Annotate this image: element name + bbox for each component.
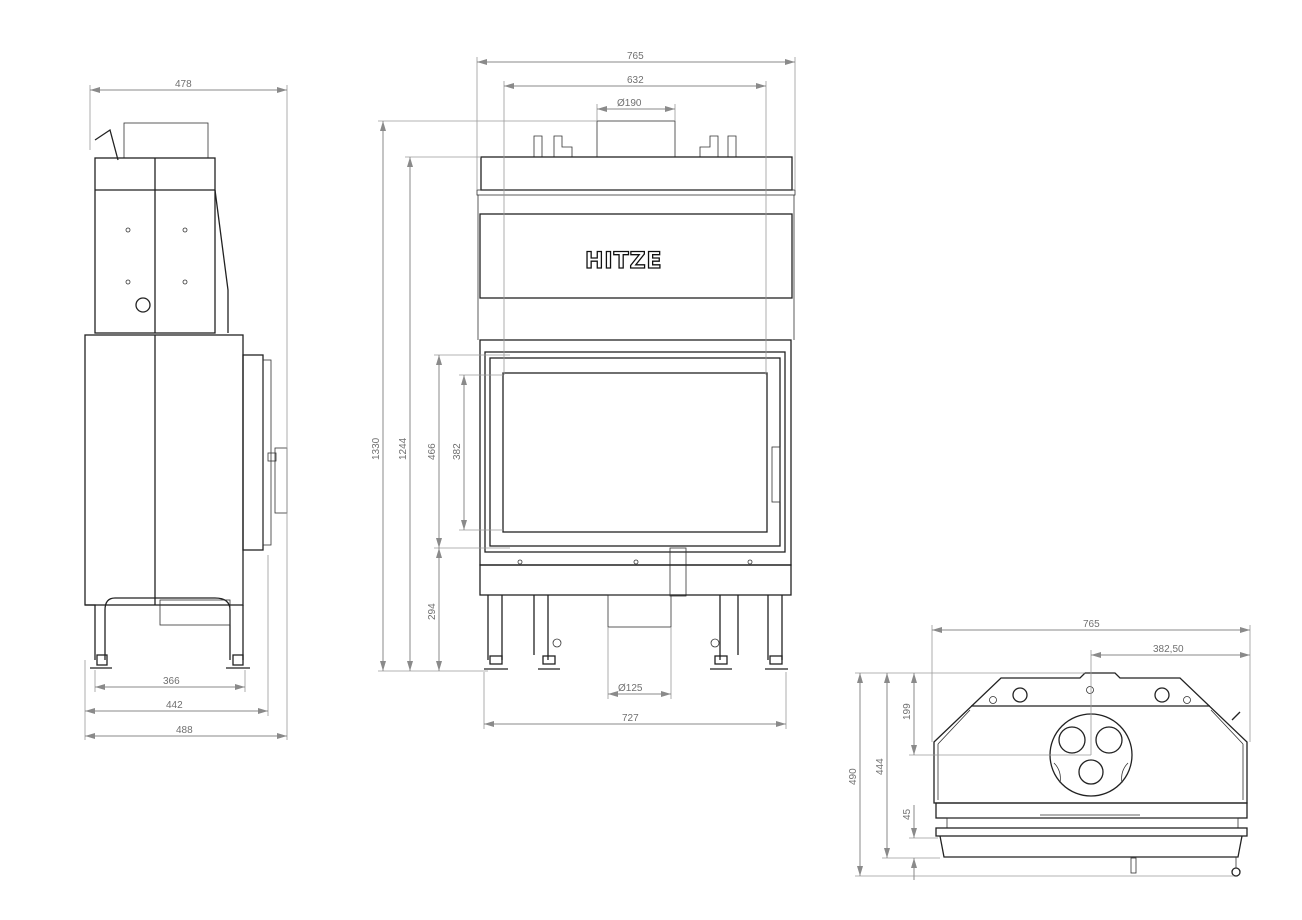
dim-front-382: 382 — [452, 443, 463, 460]
dim-front-1244: 1244 — [398, 437, 409, 460]
dim-front-466: 466 — [427, 443, 438, 460]
dim-front-632: 632 — [627, 75, 644, 86]
top-view-body — [933, 672, 1248, 877]
dim-front-765: 765 — [627, 51, 644, 62]
dim-top-199: 199 — [902, 703, 913, 720]
top-view: 765 382,50 490 444 199 45 — [848, 619, 1251, 880]
brand-logo: HITZE — [585, 249, 663, 274]
side-view-body — [84, 122, 288, 669]
dim-front-air-inlet-diameter: Ø125 — [618, 683, 643, 694]
dim-side-488: 488 — [176, 725, 193, 736]
dim-top-444: 444 — [875, 758, 886, 775]
front-view-body: HITZE — [476, 120, 796, 670]
dim-front-727: 727 — [622, 713, 639, 724]
dim-side-442: 442 — [166, 700, 183, 711]
dim-top-382-50: 382,50 — [1153, 644, 1184, 655]
side-view: 478 366 442 488 — [84, 79, 288, 740]
dim-front-294: 294 — [427, 603, 438, 620]
dim-side-366: 366 — [163, 676, 180, 687]
dim-top-765: 765 — [1083, 619, 1100, 630]
dim-front-flue-diameter: Ø190 — [617, 98, 642, 109]
front-view: HITZE 765 632 Ø190 1330 — [371, 51, 796, 729]
dim-side-478: 478 — [175, 79, 192, 90]
dim-top-490: 490 — [848, 768, 859, 785]
dim-top-45: 45 — [902, 808, 913, 820]
dim-front-1330: 1330 — [371, 437, 382, 460]
